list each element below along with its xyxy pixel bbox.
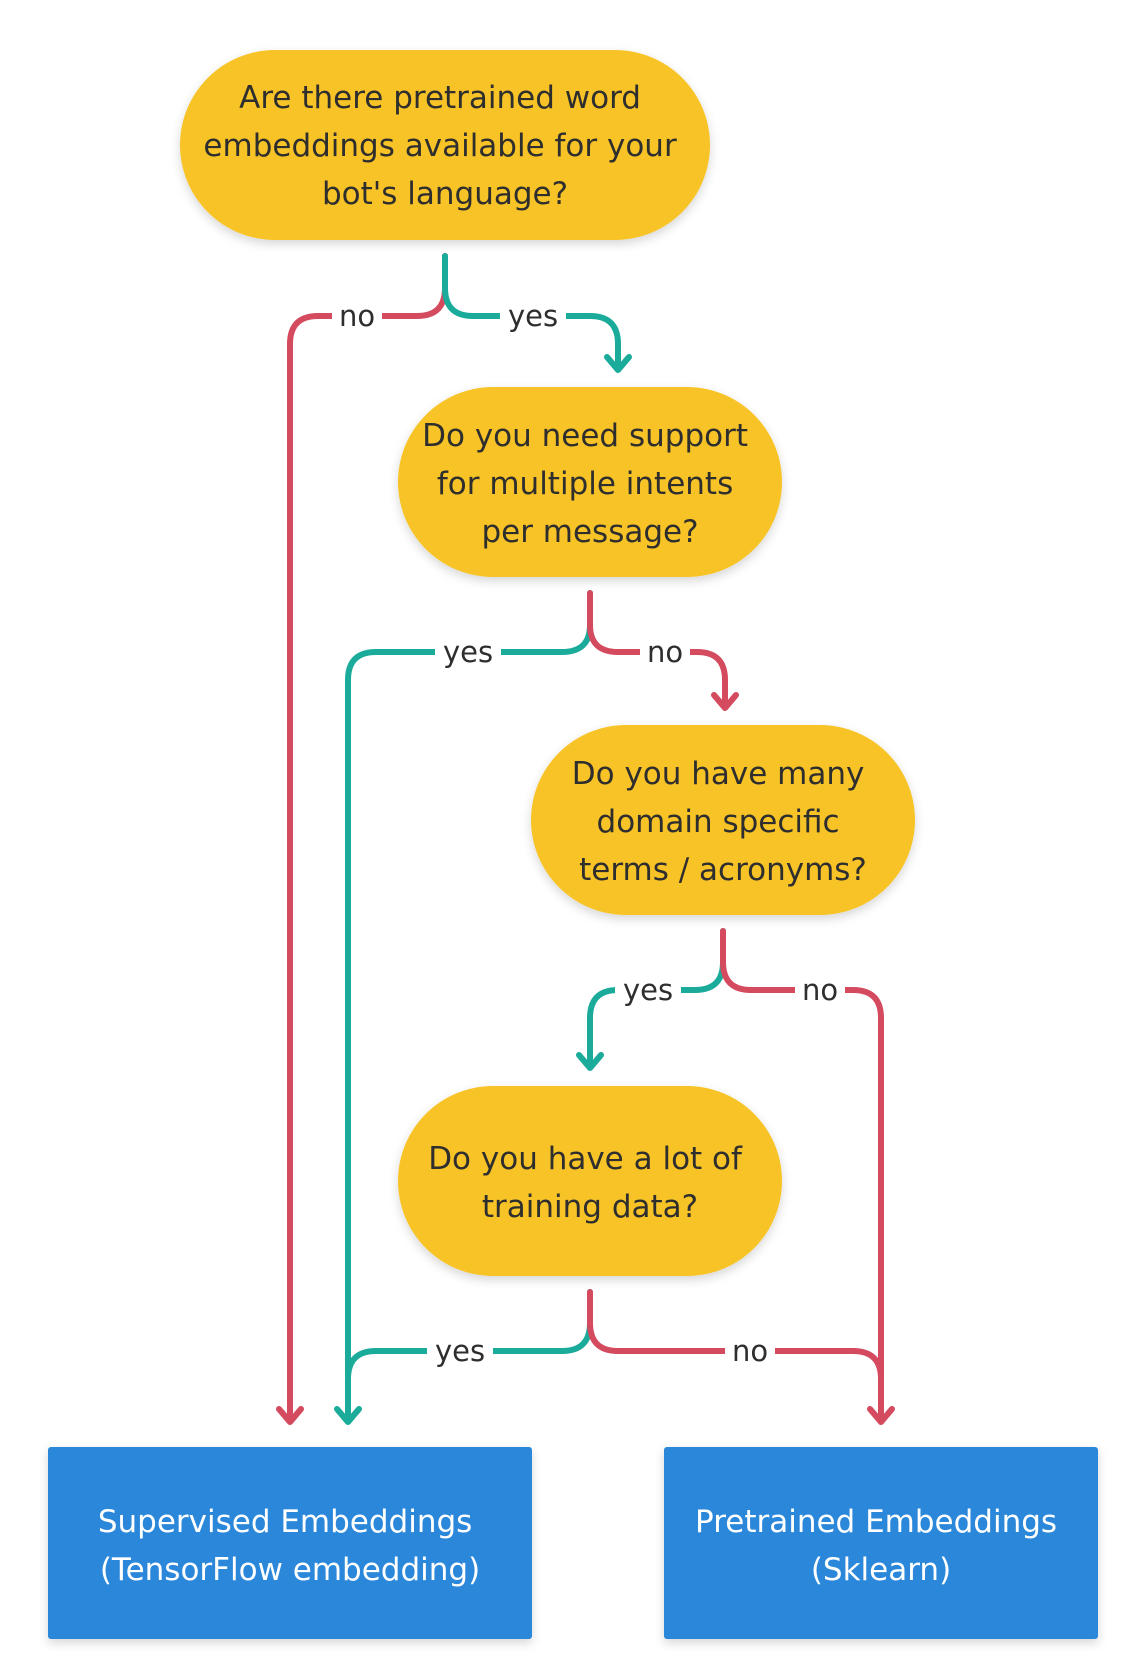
decision-text-q2-line-1: Do you need support [422,418,748,454]
edge-label-group-q1-yes: yes [500,298,566,334]
decision-text-q4-line-1: Do you have a lot of [428,1141,743,1177]
decision-text-q4: Do you have a lot of training data? [428,1141,752,1225]
edge-label-group-q3-no: no [795,972,845,1008]
edge-q1-yes-arrowhead [604,354,632,373]
decision-text-q3-line-3: terms / acronyms? [579,852,867,888]
decision-text-q1-line-2: embeddings available for your [203,128,677,164]
decision-shape-q1 [180,50,710,240]
edge-label-group-q1-no: no [332,298,382,334]
edge-label-group-q2-yes: yes [435,634,501,670]
decision-shape-q3 [531,725,915,915]
edge-label-q4-yes: yes [435,1334,485,1368]
edge-q2-no-arrowhead [711,692,739,711]
result-shape-supervised [48,1447,532,1639]
edge-q3-yes-arrowhead [576,1052,604,1071]
decision-text-q2-line-2: for multiple intents [437,466,733,502]
edge-label-q4-no: no [732,1334,768,1368]
decision-text-q2: Do you need support for multiple intents… [422,418,758,550]
decision-shape-q2 [398,387,782,577]
result-text-pretrained-line-2: (Sklearn) [811,1552,951,1588]
edge-label-q3-no: no [802,973,838,1007]
edge-q2-yes [345,590,593,1423]
edge-label-group-q4-no: no [725,1333,775,1369]
edge-label-group-q4-yes: yes [427,1333,493,1369]
result-node-supervised: Supervised Embeddings (TensorFlow embedd… [48,1447,532,1639]
decision-node-q2: Do you need support for multiple intents… [398,387,782,577]
decision-shape-q4 [398,1086,782,1276]
decision-node-q1: Are there pretrained word embeddings ava… [180,50,710,240]
decision-text-q4-line-2: training data? [482,1189,698,1225]
result-text-supervised-line-2: (TensorFlow embedding) [100,1552,480,1588]
decision-text-q2-line-3: per message? [481,514,698,550]
edge-label-q1-no: no [339,299,375,333]
edge-label-q2-no: no [647,635,683,669]
result-node-pretrained: Pretrained Embeddings (Sklearn) [664,1447,1098,1639]
decision-node-q3: Do you have many domain specific terms /… [531,725,915,915]
result-text-pretrained-line-1: Pretrained Embeddings [695,1504,1057,1540]
decision-text-q3: Do you have many domain specific terms /… [572,756,874,888]
edge-label-group-q3-yes: yes [615,972,681,1008]
edge-label-q2-yes: yes [443,635,493,669]
result-text-supervised-line-1: Supervised Embeddings [98,1504,473,1540]
decision-text-q3-line-1: Do you have many [572,756,865,792]
edge-label-q1-yes: yes [508,299,558,333]
result-text-supervised: Supervised Embeddings (TensorFlow embedd… [98,1504,482,1588]
edge-label-q3-yes: yes [623,973,673,1007]
decision-text-q1-line-3: bot's language? [322,176,568,212]
edge-label-group-q2-no: no [640,634,690,670]
result-shape-pretrained [664,1447,1098,1639]
decision-text-q1: Are there pretrained word embeddings ava… [203,80,686,212]
decision-node-q4: Do you have a lot of training data? [398,1086,782,1276]
result-text-pretrained: Pretrained Embeddings (Sklearn) [695,1504,1067,1588]
edge-q1-no-arrowhead [276,1406,304,1425]
decision-text-q3-line-2: domain specific [597,804,840,840]
decision-text-q1-line-1: Are there pretrained word [239,80,641,116]
